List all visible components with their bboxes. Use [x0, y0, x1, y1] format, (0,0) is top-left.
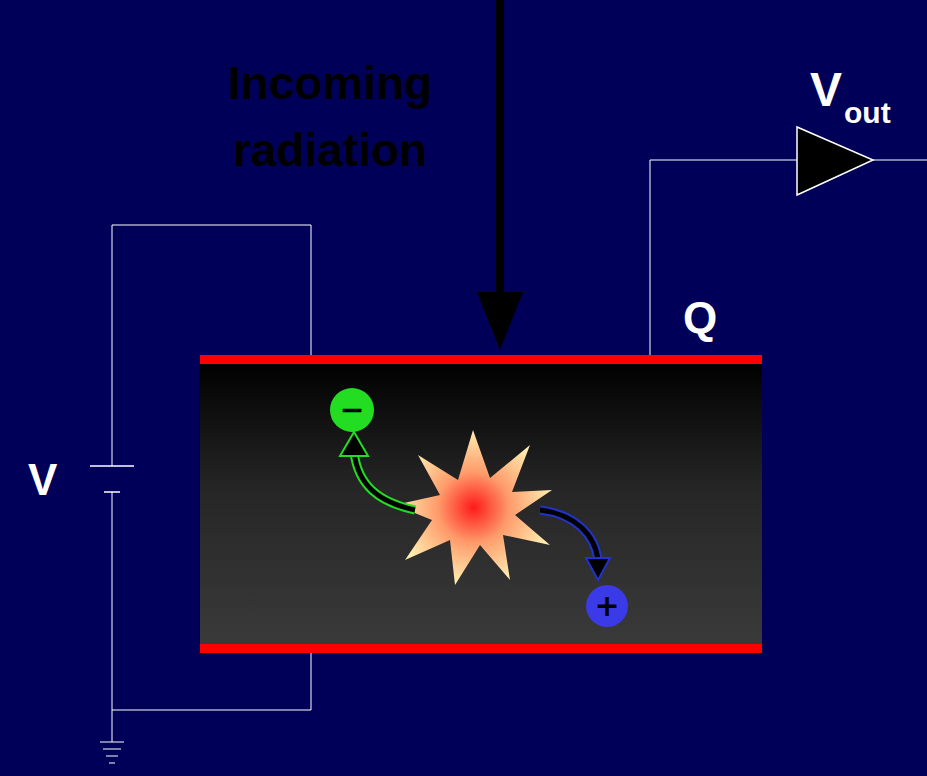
- electron-symbol: −: [330, 388, 374, 432]
- electrode: [200, 644, 762, 653]
- detector-body: [200, 362, 762, 646]
- radiation-label: Incoming radiation: [180, 50, 480, 183]
- drift-arrow: [340, 432, 610, 580]
- electrode: [200, 355, 762, 364]
- hole-symbol: +: [586, 585, 628, 627]
- voltage-label: V: [28, 458, 57, 502]
- signal-subscript: out: [844, 98, 891, 128]
- ionization-burst: [395, 430, 552, 585]
- charge-sign: −: [339, 395, 364, 425]
- amplifier-symbol: [797, 127, 873, 195]
- charge-sign: +: [594, 591, 619, 621]
- radiation-arrow: [477, 0, 523, 350]
- ground-symbol: [100, 710, 124, 763]
- signal-name: V: [810, 66, 842, 114]
- charge-label: Q: [683, 296, 717, 340]
- bias-wire: [112, 160, 927, 710]
- battery-symbol: [90, 466, 134, 492]
